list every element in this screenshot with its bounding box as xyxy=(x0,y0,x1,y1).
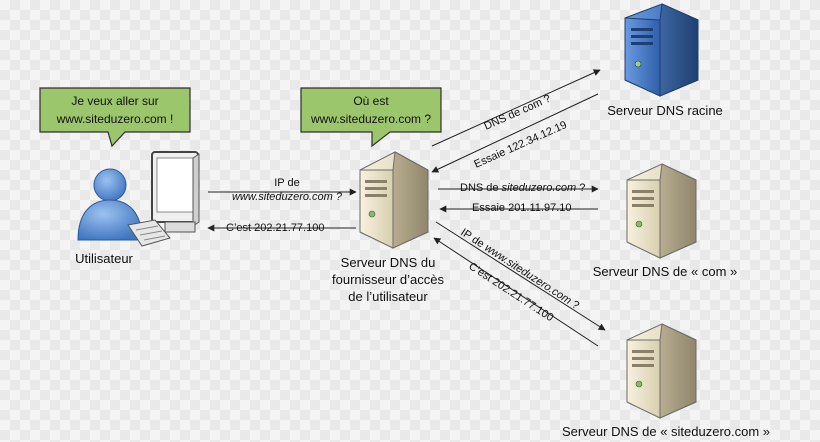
isp-bubble-line1: Où est xyxy=(353,94,389,108)
arrow-isp-to-root xyxy=(431,69,601,147)
com-reply-label: Essaie 201.11.97.10 xyxy=(472,202,572,214)
user-speech-bubble xyxy=(39,87,191,148)
com-query-suffix: ? xyxy=(576,182,586,194)
user-label: Utilisateur xyxy=(75,251,133,266)
com-server-label: Serveur DNS de « com » xyxy=(592,264,738,279)
isp-bubble-text: Où est www.siteduzero.com ? xyxy=(301,92,441,128)
com-query-label: DNS de siteduzero.com ? xyxy=(460,182,585,194)
arrow-isp-to-site xyxy=(435,221,606,331)
isp-server-label-line1: Serveur DNS du xyxy=(340,255,436,270)
isp-server-label-line3: de l’utilisateur xyxy=(348,289,428,304)
user-bubble-line1: Je veux aller sur xyxy=(71,94,159,108)
com-query-prefix: DNS de xyxy=(460,182,502,194)
arrow-site-to-isp xyxy=(433,237,599,347)
user-person-icon xyxy=(77,168,143,241)
siteduzero-server-icon xyxy=(626,323,697,419)
isp-bubble-line2: www.siteduzero.com ? xyxy=(310,112,432,126)
isp-speech-bubble xyxy=(300,87,442,148)
user-bubble-line2: www.siteduzero.com ! xyxy=(56,112,174,126)
siteduzero-server-label: Serveur DNS de « siteduzero.com » xyxy=(561,424,771,439)
root-server-label: Serveur DNS racine xyxy=(607,103,723,118)
isp-server-icon xyxy=(359,151,429,249)
root-server-icon xyxy=(624,3,699,97)
arrow-root-to-isp xyxy=(431,93,599,173)
user-query-line2: www.siteduzero.com ? xyxy=(231,191,343,203)
com-query-domain: siteduzero.com xyxy=(501,182,577,194)
user-query-line1: IP de xyxy=(274,177,300,189)
isp-server-label: Serveur DNS du fournisseur d’accès de l’… xyxy=(320,254,456,305)
user-query-label: IP de www.siteduzero.com ? xyxy=(222,176,352,204)
isp-server-label-line2: fournisseur d’accès xyxy=(332,272,444,287)
com-server-icon xyxy=(626,163,697,259)
user-bubble-text: Je veux aller sur www.siteduzero.com ! xyxy=(40,92,190,128)
user-reply-label: C’est 202.21.77.100 xyxy=(226,222,325,234)
computer-icon xyxy=(127,151,200,247)
root-query-label: DNS de com ? xyxy=(482,93,552,133)
